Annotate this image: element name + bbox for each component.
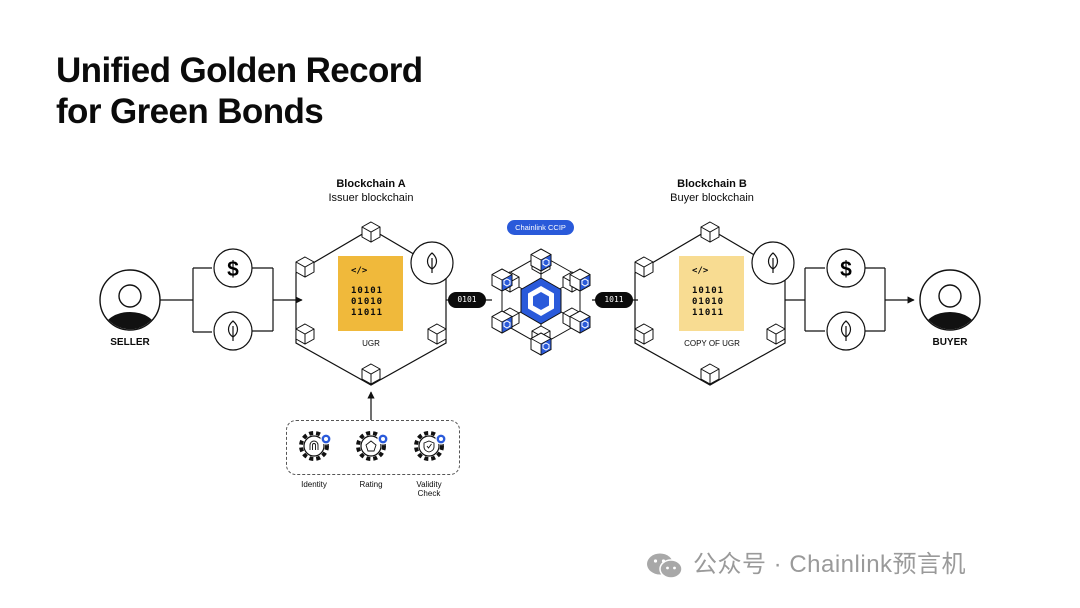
blockchain-a-name: Blockchain A — [336, 178, 406, 190]
copy-ugr-bits-row: 10101 — [692, 286, 725, 296]
identity-gear — [299, 431, 332, 461]
copy-ugr-box — [679, 256, 744, 331]
chainlink-logo-icon — [520, 277, 562, 325]
title-line-2: for Green Bonds — [56, 92, 324, 131]
blockchain-b-green-bond-icon — [751, 241, 795, 285]
title-line-1: Unified Golden Record — [56, 51, 423, 90]
rating-gear — [356, 431, 389, 461]
seller-green-bond-icon — [213, 311, 253, 351]
blockchain-a-green-bond-icon — [410, 241, 454, 285]
seller-connector — [160, 267, 212, 333]
data-packet-in: 0101 — [448, 292, 486, 308]
ccip-badge: Chainlink CCIP — [507, 220, 574, 235]
blockchain-b-sub: Buyer blockchain — [670, 192, 754, 204]
ccip-network — [491, 248, 591, 356]
svg-text:$: $ — [840, 258, 852, 281]
buyer-label: BUYER — [932, 337, 968, 348]
blockchain-a-sub: Issuer blockchain — [328, 192, 414, 204]
copy-ugr-label: COPY OF UGR — [684, 339, 740, 348]
copy-ugr-code-tag: </> — [692, 266, 709, 276]
ugr-code: </> 10101 01010 11011 — [338, 256, 403, 341]
seller-avatar — [100, 270, 160, 346]
check-label-validity: Validity Check — [416, 480, 442, 498]
ugr-code-tag: </> — [351, 266, 368, 276]
ugr-bits-row: 01010 — [351, 297, 384, 307]
page-title: Unified Golden Record for Green Bonds — [56, 50, 423, 132]
validity-gear — [414, 431, 447, 461]
data-packet-out: 1011 — [595, 292, 633, 308]
blockchain-a-heading: Blockchain A Issuer blockchain — [311, 177, 431, 205]
svg-text:$: $ — [227, 258, 239, 281]
seller-dollar-icon: $ — [213, 248, 253, 288]
verification-checks-group — [286, 420, 460, 475]
ugr-label: UGR — [362, 339, 380, 348]
rating-badge-icon — [365, 440, 377, 452]
ugr-box — [338, 256, 403, 331]
buyer-dollar-icon: $ — [826, 248, 866, 288]
blockchain-b-name: Blockchain B — [677, 178, 747, 190]
blockchain-b-heading: Blockchain B Buyer blockchain — [652, 177, 772, 205]
copy-ugr-bits-row: 11011 — [692, 308, 725, 318]
watermark: 公众号 · Chainlink预言机 — [645, 549, 966, 581]
wechat-icon — [647, 553, 683, 579]
copy-ugr-code: </> 10101 01010 11011 — [679, 256, 744, 341]
seller-label: SELLER — [110, 337, 150, 348]
check-label-identity: Identity — [301, 480, 327, 489]
blockchain-b-hexagon — [634, 221, 786, 386]
ugr-bits-row: 11011 — [351, 308, 384, 318]
buyer-avatar — [920, 270, 980, 346]
shield-check-icon — [423, 440, 435, 453]
copy-ugr-bits-row: 01010 — [692, 297, 725, 307]
check-label-rating: Rating — [359, 480, 383, 489]
watermark-text: 公众号 · Chainlink预言机 — [693, 551, 967, 578]
fingerprint-icon — [309, 440, 319, 450]
ugr-bits-row: 10101 — [351, 286, 384, 296]
buyer-green-bond-icon — [826, 311, 866, 351]
